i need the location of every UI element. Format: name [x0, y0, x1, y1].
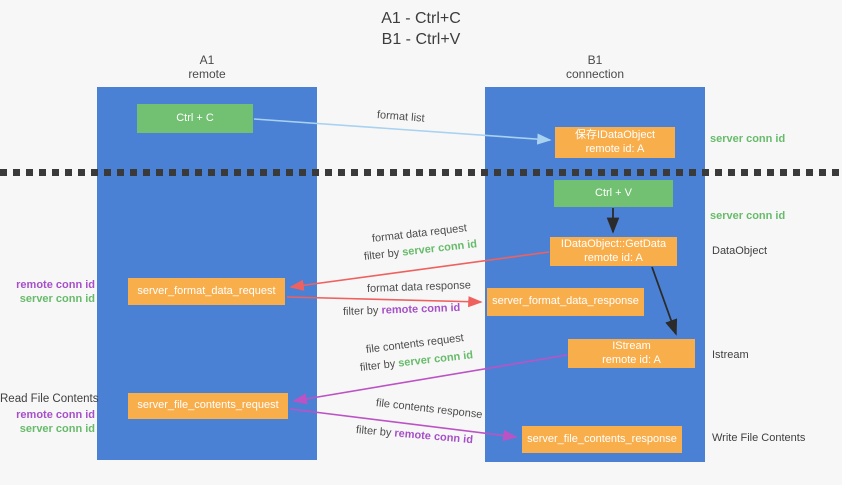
remote-conn-id-label: remote conn id — [16, 279, 95, 291]
node-idataobject-getdata-line2: remote id: A — [584, 251, 643, 264]
node-ctrl-c: Ctrl + C — [137, 104, 253, 133]
node-server-format-data-response-label: server_format_data_response — [492, 295, 639, 308]
side-label-server-conn-id-mid: server conn id — [710, 210, 786, 222]
edge-label-file-contents-response-filter: filter by remote conn id — [355, 424, 473, 446]
node-idataobject-getdata-line1: IDataObject::GetData — [560, 238, 667, 250]
node-ctrl-v: Ctrl + V — [554, 180, 673, 207]
node-server-format-data-response: server_format_data_response — [487, 288, 644, 316]
node-server-file-contents-response: server_file_contents_response — [522, 426, 682, 453]
node-server-file-contents-request-label: server_file_contents_request — [137, 399, 279, 412]
diagram-title: A1 - Ctrl+C B1 - Ctrl+V — [0, 8, 842, 50]
node-save-idataobject-line1: 保存IDataObject — [574, 129, 656, 141]
side-label-server-conn-id-top: server conn id — [710, 133, 786, 145]
filter-by-text: filter by — [342, 304, 382, 318]
lifeline-b1-name: B1 — [587, 53, 603, 67]
node-ctrl-v-label: Ctrl + V — [595, 186, 632, 199]
node-server-file-contents-response-label: server_file_contents_response — [527, 432, 677, 445]
server-conn-id-text: server conn id — [397, 349, 474, 370]
title-line-2: B1 - Ctrl+V — [381, 31, 461, 48]
node-server-format-data-request-label: server_format_data_request — [137, 284, 276, 297]
left-conn-id-group-1: remote conn id server conn id — [0, 278, 95, 306]
node-istream-line1: IStream — [612, 340, 651, 352]
node-istream: IStream remote id: A — [568, 339, 695, 368]
lifeline-header-b1: B1 connection — [485, 53, 705, 81]
node-istream-line2: remote id: A — [602, 353, 661, 366]
remote-conn-id-label: remote conn id — [16, 409, 95, 421]
lifeline-b1-role: connection — [565, 67, 625, 81]
filter-by-text: filter by — [359, 357, 399, 374]
filter-by-text: filter by — [363, 246, 403, 263]
lifeline-a1-name: A1 — [199, 53, 215, 67]
section-divider-dotted-line — [0, 169, 842, 176]
lifeline-header-a1: A1 remote — [97, 53, 317, 81]
lifeline-a1-role: remote — [188, 67, 226, 81]
edge-label-format-data-response: format data response — [366, 279, 472, 295]
side-label-dataobject: DataObject — [712, 245, 768, 257]
remote-conn-id-text: remote conn id — [381, 301, 461, 317]
filter-by-text: filter by — [355, 424, 395, 440]
left-conn-id-group-2: remote conn id server conn id — [0, 408, 95, 436]
remote-conn-id-text: remote conn id — [393, 427, 474, 447]
edge-label-format-data-response-filter: filter by remote conn id — [343, 302, 461, 318]
side-label-read-file-contents: Read File Contents — [0, 393, 99, 405]
node-ctrl-c-label: Ctrl + C — [176, 111, 214, 124]
side-label-write-file-contents: Write File Contents — [712, 432, 806, 444]
edge-label-file-contents-response: file contents response — [375, 397, 484, 422]
node-server-file-contents-request: server_file_contents_request — [128, 393, 288, 419]
server-conn-id-label: server conn id — [19, 423, 95, 435]
node-save-idataobject-line2: remote id: A — [585, 142, 645, 155]
side-label-istream: Istream — [712, 349, 749, 361]
node-server-format-data-request: server_format_data_request — [128, 278, 285, 305]
node-save-idataobject: 保存IDataObject remote id: A — [555, 127, 675, 158]
server-conn-id-label: server conn id — [19, 293, 95, 305]
edge-label-format-list: format list — [376, 109, 426, 125]
title-line-1: A1 - Ctrl+C — [381, 10, 461, 27]
node-idataobject-getdata: IDataObject::GetData remote id: A — [550, 237, 677, 266]
server-conn-id-text: server conn id — [401, 238, 478, 259]
